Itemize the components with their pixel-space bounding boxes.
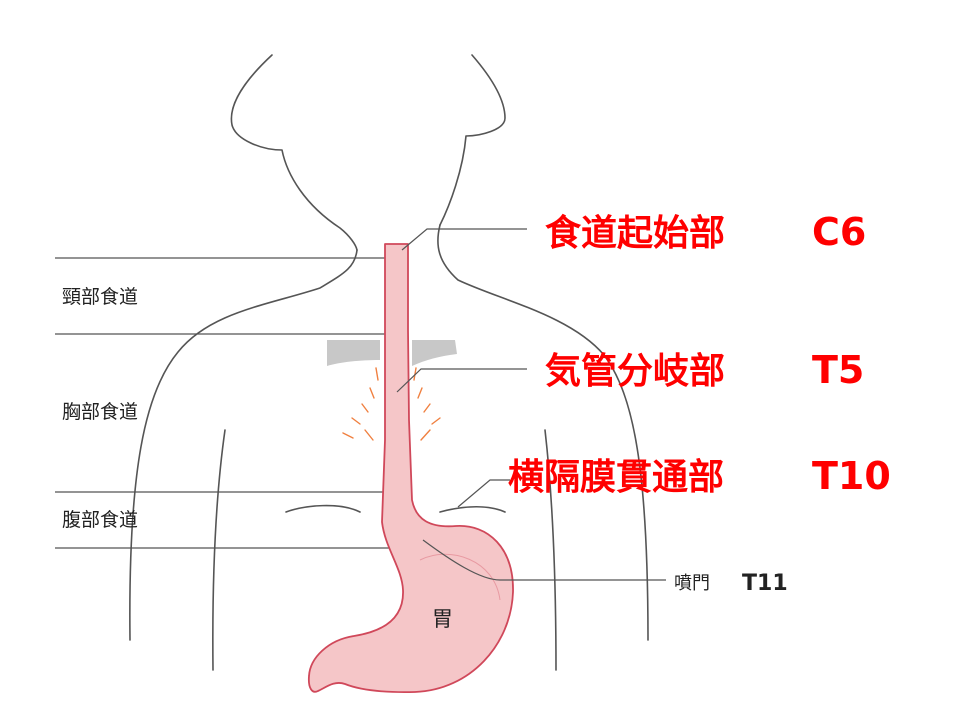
cardia-name: 噴門 xyxy=(674,573,710,594)
pointer-lines xyxy=(396,228,666,581)
landmark-level-2: T10 xyxy=(812,454,891,498)
clavicle-left xyxy=(327,340,380,366)
right-shoulder xyxy=(437,224,649,641)
clavicles xyxy=(327,340,457,366)
dash xyxy=(420,429,431,441)
body-outline xyxy=(129,54,649,671)
dash xyxy=(375,367,379,381)
dash xyxy=(423,403,431,413)
right-inner-torso xyxy=(544,429,557,671)
landmark-name-2: 横隔膜貫通部 xyxy=(508,457,724,498)
esophagus-stomach xyxy=(307,243,514,694)
dash xyxy=(364,429,374,441)
pointer-cardia xyxy=(422,539,666,581)
diaphragm-right xyxy=(439,506,506,513)
landmark-level-0: C6 xyxy=(812,210,866,254)
pointer-t5 xyxy=(396,368,527,393)
region-label-thoracic: 胸部食道 xyxy=(62,401,138,423)
dash xyxy=(431,417,441,425)
diaphragm-left xyxy=(285,504,361,513)
landmark-level-1: T5 xyxy=(812,348,864,392)
region-lines xyxy=(55,257,400,549)
stomach-label: 胃 xyxy=(432,607,453,631)
region-label-abdominal: 腹部食道 xyxy=(62,509,138,531)
pointer-t10 xyxy=(457,479,510,508)
cardia-level: T11 xyxy=(742,571,788,596)
left-shoulder xyxy=(129,249,358,641)
dash xyxy=(369,387,375,399)
left-inner-torso xyxy=(212,429,226,671)
dash xyxy=(351,417,361,425)
clavicle-right xyxy=(412,340,457,366)
dash xyxy=(361,403,369,413)
landmark-name-0: 食道起始部 xyxy=(545,213,725,254)
pointer-c6 xyxy=(401,228,527,251)
dash xyxy=(342,432,354,439)
landmark-name-1: 気管分岐部 xyxy=(545,351,725,392)
head-outline-right xyxy=(439,54,506,226)
stomach-highlight xyxy=(419,553,501,601)
dash xyxy=(417,387,423,399)
head-outline xyxy=(230,54,358,251)
region-label-cervical: 頸部食道 xyxy=(62,286,138,308)
